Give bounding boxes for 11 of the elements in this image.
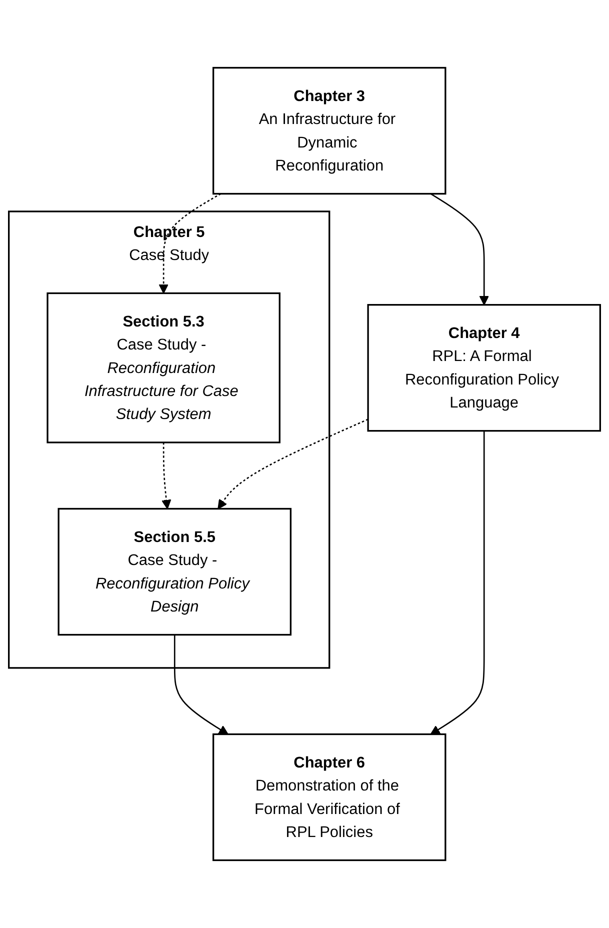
arrow	[430, 193, 489, 306]
arrow	[430, 430, 485, 735]
node-box: Section 5.5 Case Study - Reconfiguration Policy Design	[58, 508, 292, 636]
node-box: Section 5.3 Case Study - Reconfiguration Infrastructure for Case Study System	[46, 292, 280, 444]
arrow	[174, 634, 228, 735]
arrow	[162, 442, 172, 510]
node-box: Chapter 6 Demonstration of the Formal Verification of RPL Policies	[212, 733, 446, 862]
node-box: Chapter 3 An Infrastructure for Dynamic Reconfiguration	[212, 66, 446, 195]
arrow	[158, 193, 222, 294]
node-box: Chapter 4 RPL: A Formal Reconfiguration Policy Language	[367, 304, 601, 432]
arrow	[218, 418, 368, 510]
